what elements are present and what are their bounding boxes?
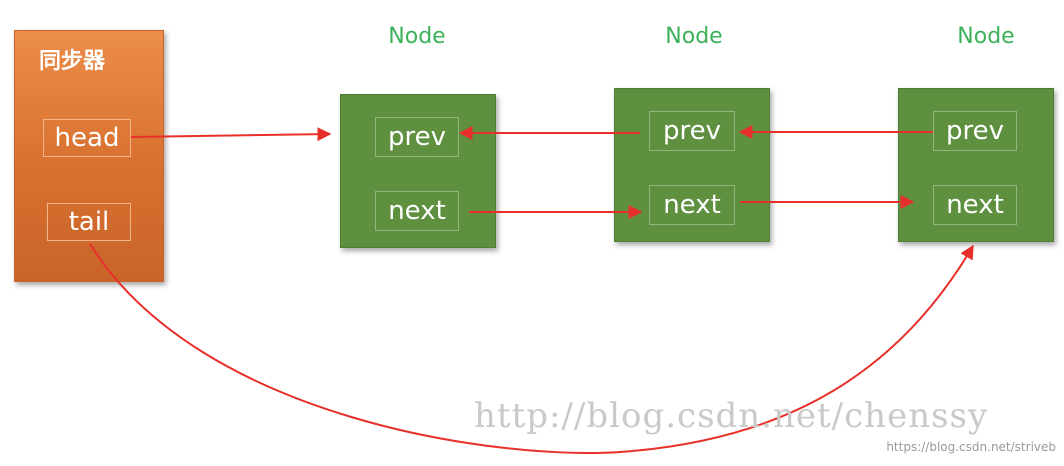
node-1-prev-field: prev: [375, 117, 459, 157]
node-3-next-field: next: [933, 185, 1017, 225]
node-2-prev-field: prev: [649, 111, 735, 151]
watermark-large: http://blog.csdn.net/chenssy: [474, 396, 989, 436]
node-3-prev-field: prev: [933, 111, 1017, 151]
node-3: prev next: [898, 88, 1054, 242]
head-field: head: [43, 119, 131, 157]
head-to-node1-arrow: [130, 127, 332, 142]
tail-field: tail: [47, 203, 131, 241]
node-1-next-field: next: [375, 191, 459, 231]
tail-to-node3-curve-arrow: [89, 243, 974, 454]
node-1-label: Node: [388, 24, 446, 49]
node-2-label: Node: [665, 24, 723, 49]
synchronizer-box: 同步器 head tail: [14, 30, 164, 282]
node-1: prev next: [340, 94, 496, 248]
synchronizer-title: 同步器: [38, 49, 105, 74]
node-3-label: Node: [957, 24, 1015, 49]
watermark-small: https://blog.csdn.net/striveb: [886, 440, 1056, 454]
node-2-next-field: next: [649, 185, 735, 225]
